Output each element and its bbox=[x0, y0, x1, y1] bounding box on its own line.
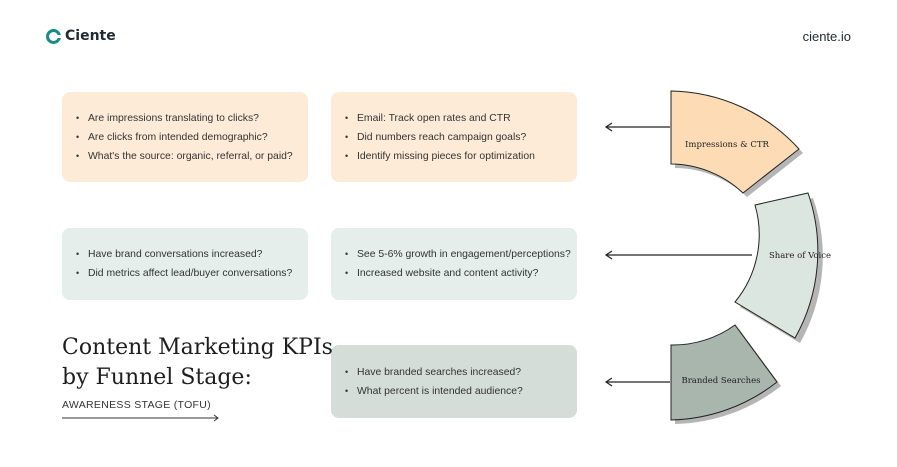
list-item: Did metrics affect lead/buyer conversati… bbox=[76, 264, 294, 283]
arrow-left-icon bbox=[604, 377, 670, 387]
list-item: Did numbers reach campaign goals? bbox=[345, 128, 563, 147]
list-item: Are impressions translating to clicks? bbox=[76, 109, 294, 128]
segment-label: Branded Searches bbox=[681, 376, 760, 386]
segment-label: Share of Voice bbox=[769, 251, 831, 261]
card-branded-searches: Have branded searches increased? What pe… bbox=[331, 345, 577, 418]
title-line-2: by Funnel Stage: bbox=[62, 365, 252, 390]
site-url[interactable]: ciente.io bbox=[802, 29, 851, 44]
list-item: Email: Track open rates and CTR bbox=[345, 109, 563, 128]
card-share-of-voice-questions: Have brand conversations increased? Did … bbox=[62, 228, 308, 300]
page-title: Content Marketing KPIs by Funnel Stage: bbox=[62, 333, 333, 393]
list-item: Identify missing pieces for optimization bbox=[345, 147, 563, 166]
list-item: Increased website and content activity? bbox=[345, 264, 563, 283]
segment-branded-searches bbox=[670, 324, 781, 424]
ciente-logo[interactable]: Ciente bbox=[46, 28, 116, 44]
card-impressions-tracking: Email: Track open rates and CTR Did numb… bbox=[331, 92, 577, 182]
list-item: What's the source: organic, referral, or… bbox=[76, 147, 294, 166]
list-item: See 5-6% growth in engagement/perception… bbox=[345, 245, 571, 264]
ciente-logo-icon bbox=[46, 28, 61, 44]
page-subtitle: AWARENESS STAGE (TOFU) bbox=[62, 399, 211, 411]
arrow-right-icon bbox=[62, 414, 219, 422]
list-item: Have brand conversations increased? bbox=[76, 245, 294, 264]
arrow-left-icon bbox=[604, 122, 670, 132]
list-item: Are clicks from intended demographic? bbox=[76, 128, 294, 147]
list-item: Have branded searches increased? bbox=[345, 363, 563, 382]
list-item: What percent is intended audience? bbox=[345, 382, 563, 401]
segment-share-of-voice bbox=[734, 192, 823, 343]
arrow-left-icon bbox=[604, 250, 752, 260]
logo-text: Ciente bbox=[65, 28, 116, 44]
card-impressions-questions: Are impressions translating to clicks? A… bbox=[62, 92, 308, 182]
title-line-1: Content Marketing KPIs bbox=[62, 335, 333, 360]
card-share-of-voice-growth: See 5-6% growth in engagement/perception… bbox=[331, 228, 577, 300]
segment-impressions-ctr bbox=[670, 90, 803, 197]
segment-label: Impressions & CTR bbox=[685, 140, 769, 150]
